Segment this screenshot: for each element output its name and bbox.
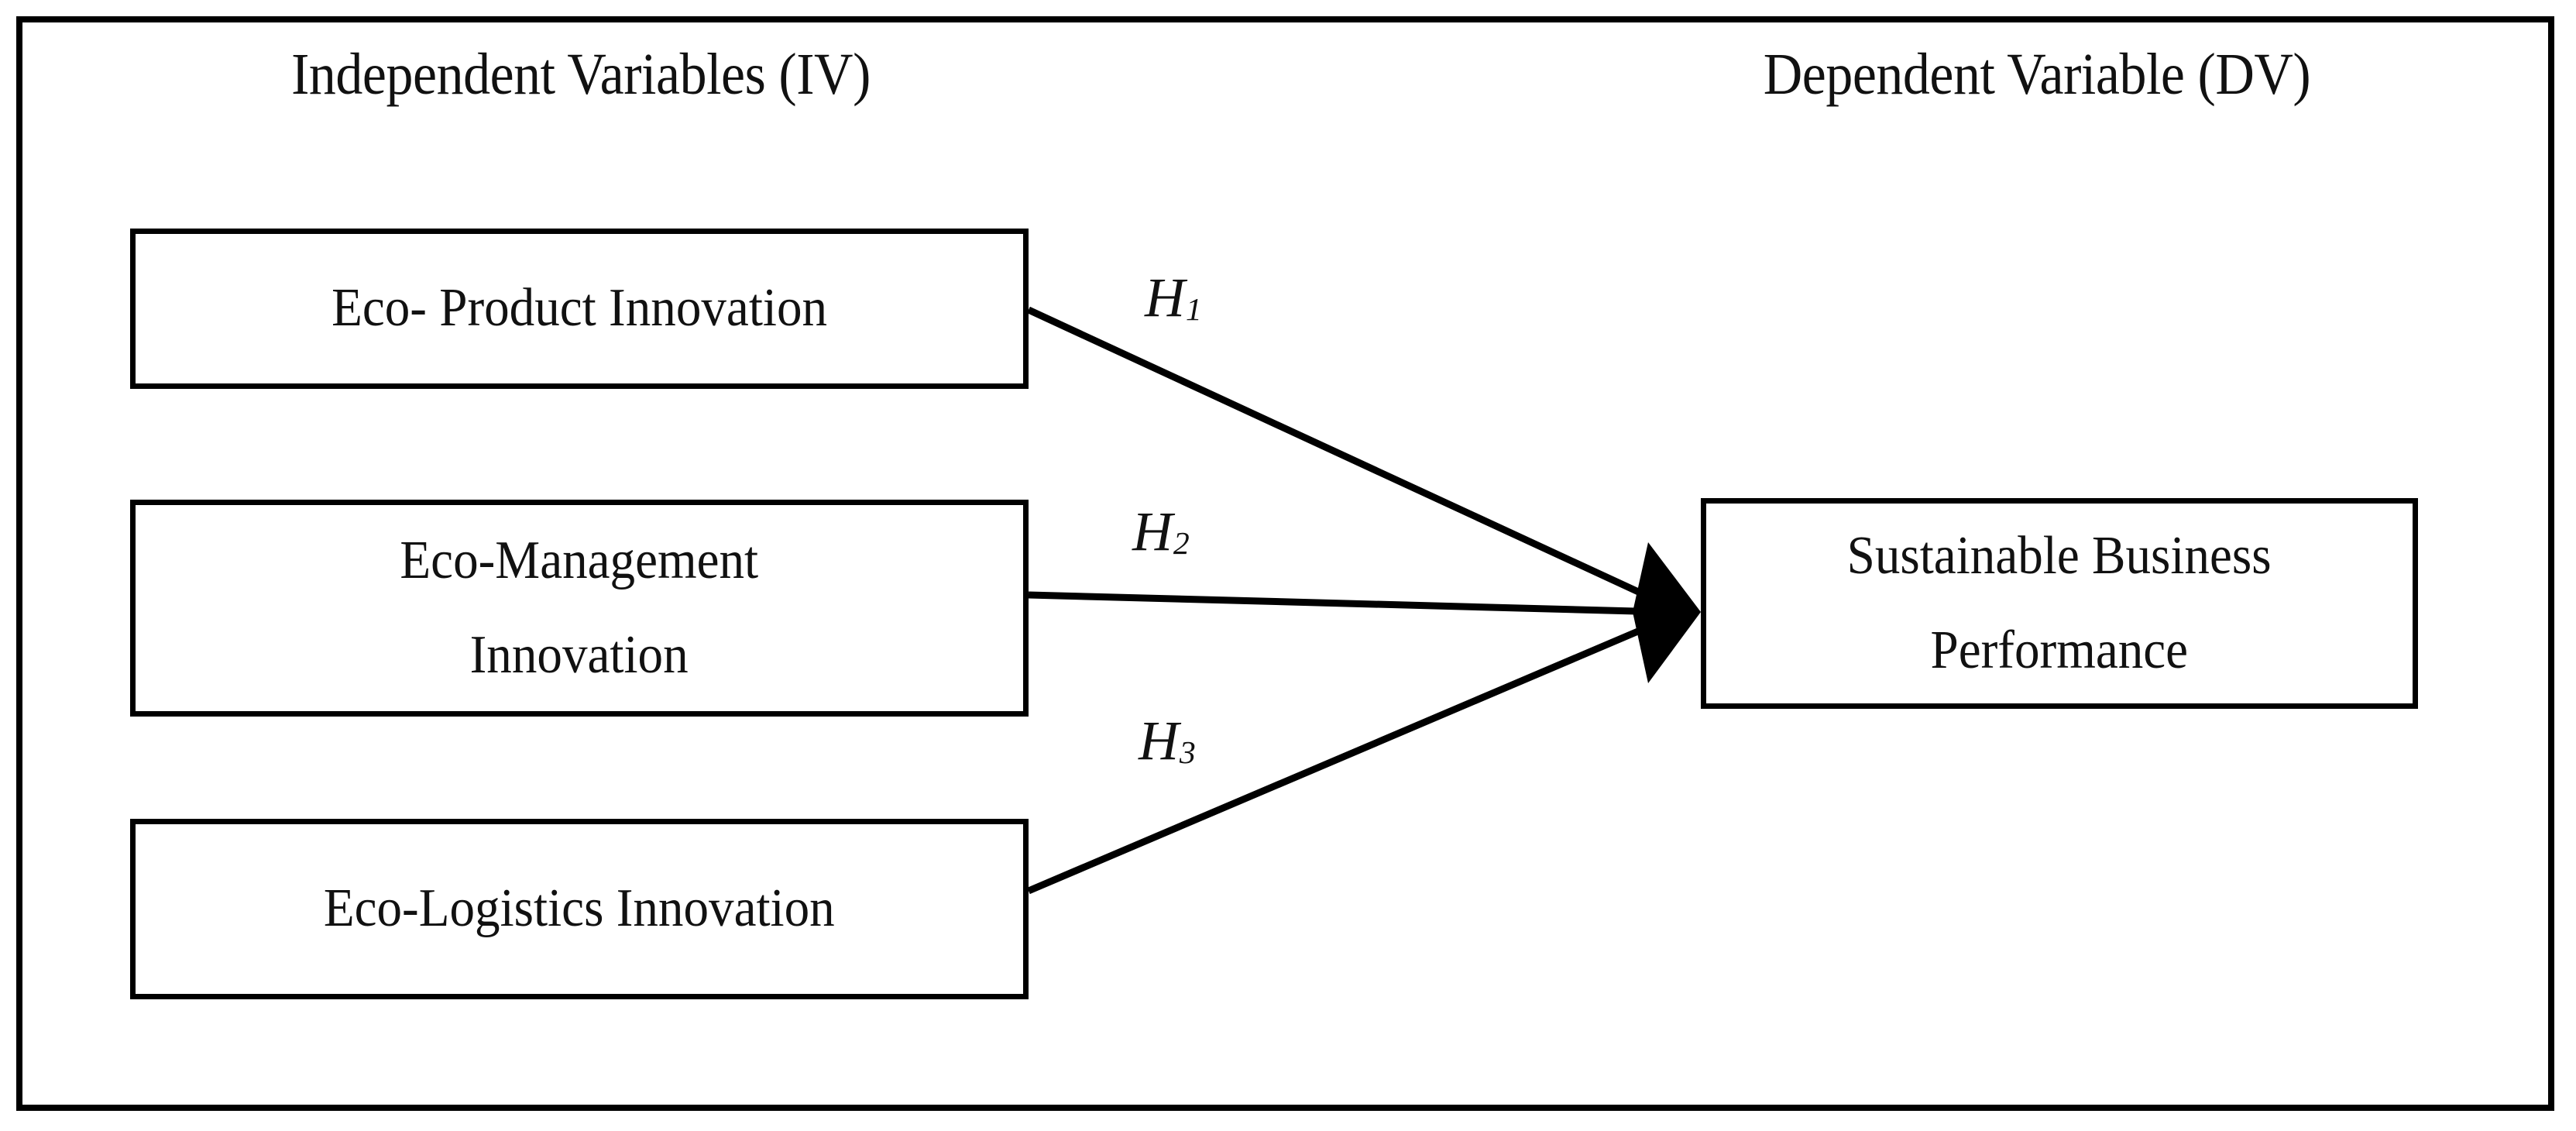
dependent-variable-header: Dependent Variable (DV) bbox=[1763, 42, 2311, 107]
hypothesis-letter: H bbox=[1139, 710, 1179, 772]
hypothesis-label-h2: H2 bbox=[1132, 504, 1190, 562]
concept-box-sustainable-business-performance[interactable]: Sustainable Business Performance bbox=[1701, 498, 2418, 709]
concept-box-label-line2: Innovation bbox=[469, 625, 689, 685]
concept-box-label-line1: Sustainable Business bbox=[1847, 525, 2272, 586]
concept-box-eco-management-innovation[interactable]: Eco-Management Innovation bbox=[130, 500, 1029, 717]
concept-box-eco-product-innovation[interactable]: Eco- Product Innovation bbox=[130, 229, 1029, 389]
hypothesis-subscript: 2 bbox=[1173, 526, 1190, 562]
concept-box-label-line1: Eco-Management bbox=[400, 530, 759, 590]
hypothesis-label-h3: H3 bbox=[1139, 713, 1196, 771]
concept-box-eco-logistics-innovation[interactable]: Eco-Logistics Innovation bbox=[130, 819, 1029, 999]
concept-box-label-line2: Performance bbox=[1930, 621, 2189, 680]
hypothesis-letter: H bbox=[1132, 500, 1173, 562]
hypothesis-subscript: 1 bbox=[1185, 292, 1202, 328]
concept-box-label: Eco- Product Innovation bbox=[331, 278, 828, 339]
independent-variables-header: Independent Variables (IV) bbox=[291, 42, 871, 107]
hypothesis-letter: H bbox=[1145, 266, 1185, 328]
concept-box-label: Eco-Logistics Innovation bbox=[324, 878, 835, 939]
hypothesis-subscript: 3 bbox=[1179, 735, 1196, 771]
hypothesis-label-h1: H1 bbox=[1145, 270, 1202, 328]
